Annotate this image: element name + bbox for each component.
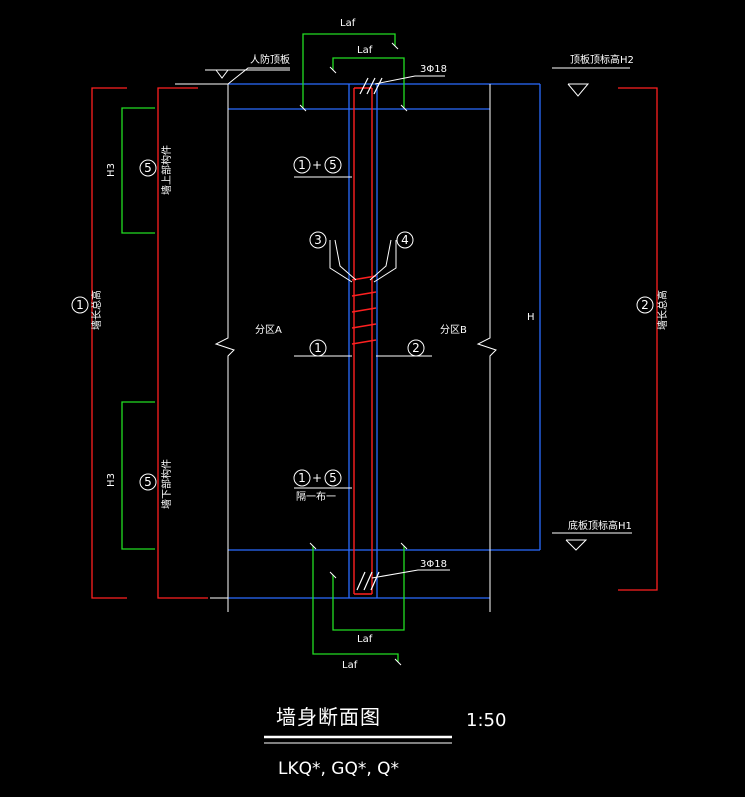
callout-text: 4 xyxy=(401,233,409,247)
side-lower-label: 墙下部构件 xyxy=(160,459,173,509)
dim-h3-upper: H3 xyxy=(106,163,117,177)
roof-elev-label: 顶板顶标高H2 xyxy=(570,53,634,66)
callout-text: 5 xyxy=(144,475,152,489)
laf-tick xyxy=(391,42,399,50)
rebar-hatch-marks xyxy=(356,77,383,591)
callout-text: 1 xyxy=(76,298,84,312)
hatch-bottom xyxy=(363,571,373,591)
drawing-subtitle: LKQ*, GQ*, Q* xyxy=(278,759,399,779)
callout-text: 2 xyxy=(412,341,420,355)
laf-tick xyxy=(299,104,307,112)
laf-bottom-inner xyxy=(332,546,405,631)
drawing-scale: 1:50 xyxy=(466,710,506,731)
civil-roof-label: 人防顶板 xyxy=(250,53,290,66)
leader-bottom-rebar xyxy=(371,569,450,579)
bottom-rebar-label: 3Φ18 xyxy=(420,559,447,570)
callout-text: 3 xyxy=(314,233,322,247)
leader-4b xyxy=(369,239,392,281)
green-lower-bracket xyxy=(121,401,155,550)
laf-tick xyxy=(394,658,402,666)
callout-2-right-side xyxy=(636,296,654,314)
callout-text: 5 xyxy=(329,158,337,172)
left-break-line xyxy=(214,84,235,612)
zone-a-label: 分区A xyxy=(255,324,282,336)
callout-text: 2 xyxy=(641,298,649,312)
hatch-bottom xyxy=(370,571,380,591)
tie-3 xyxy=(351,307,377,313)
callout-2-mid xyxy=(407,339,425,357)
laf-bottom-inner-label: Laf xyxy=(357,634,373,645)
side-upper-label: 墙上部构件 xyxy=(160,145,173,195)
leader-civil-roof xyxy=(227,67,290,85)
per-cloth-label: 隔一布一 xyxy=(296,491,336,503)
callout-1-bot xyxy=(293,469,311,487)
callout-1-mid xyxy=(309,339,327,357)
callout-5-bot xyxy=(324,469,342,487)
laf-tick xyxy=(400,104,408,112)
floor-elev-label: 底板顶标高H1 xyxy=(568,519,632,532)
callout-1-top xyxy=(293,156,311,174)
roof-elev-marker xyxy=(567,83,590,97)
laf-top-inner xyxy=(332,57,405,108)
callout-text: 1 xyxy=(314,341,322,355)
leader-top-rebar xyxy=(374,75,445,85)
callout-circles xyxy=(71,156,654,491)
tie-4 xyxy=(351,323,377,329)
dim-h-label: H xyxy=(527,312,535,323)
right-break-line xyxy=(476,84,497,612)
laf-top-outer-label: Laf xyxy=(340,18,356,29)
callout-text: 5 xyxy=(329,471,337,485)
tie-2 xyxy=(351,291,377,297)
hatch-top xyxy=(359,77,369,95)
roof-civil-marker xyxy=(215,69,229,79)
laf-tick xyxy=(400,542,408,550)
left-inner-bracket xyxy=(157,87,208,599)
leaders xyxy=(227,67,450,579)
callout-text: + xyxy=(312,158,322,172)
tie-5 xyxy=(351,339,377,345)
callout-1-left-side xyxy=(71,296,89,314)
elevation-markers xyxy=(205,67,632,551)
dim-brackets-red xyxy=(91,87,658,599)
floor-elev-marker xyxy=(565,539,588,551)
left-outer-bracket xyxy=(91,87,127,599)
hatch-top xyxy=(373,77,383,95)
break-lines xyxy=(175,83,497,612)
laf-tick xyxy=(309,542,317,550)
callout-text: 1 xyxy=(298,158,306,172)
tie-1 xyxy=(351,275,377,281)
callout-text: 5 xyxy=(144,161,152,175)
drawing-title: 墙身断面图 xyxy=(276,705,381,729)
slab-outlines xyxy=(228,83,541,599)
side-right-total-label: 墙长总高 xyxy=(656,290,669,330)
callout-text: + xyxy=(312,471,322,485)
laf-top-outer xyxy=(302,33,396,108)
laf-bottom-outer xyxy=(312,546,399,662)
right-outer-bracket xyxy=(618,87,658,591)
laf-ticks xyxy=(299,42,408,666)
dim-brackets-green xyxy=(121,33,405,662)
side-left-total-label: 墙长总高 xyxy=(90,290,103,330)
callout-5-upper-side xyxy=(139,159,157,177)
callout-4 xyxy=(396,231,414,249)
top-rebar-label: 3Φ18 xyxy=(420,64,447,75)
rebar-red xyxy=(351,87,377,595)
callout-5-top xyxy=(324,156,342,174)
leader-3b xyxy=(334,239,357,281)
laf-tick xyxy=(329,571,337,579)
hatch-bottom xyxy=(356,571,366,591)
laf-tick xyxy=(329,66,337,74)
hatch-top xyxy=(366,77,376,95)
green-upper-bracket xyxy=(121,107,155,234)
laf-top-inner-label: Laf xyxy=(357,45,373,56)
callout-text: 1 xyxy=(298,471,306,485)
zone-b-label: 分区B xyxy=(440,324,467,336)
dim-h3-lower: H3 xyxy=(106,473,117,487)
leader-3 xyxy=(329,240,353,283)
callout-3 xyxy=(309,231,327,249)
leader-4 xyxy=(373,240,397,283)
callout-5-lower-side xyxy=(139,473,157,491)
laf-bottom-outer-label: Laf xyxy=(342,660,358,671)
